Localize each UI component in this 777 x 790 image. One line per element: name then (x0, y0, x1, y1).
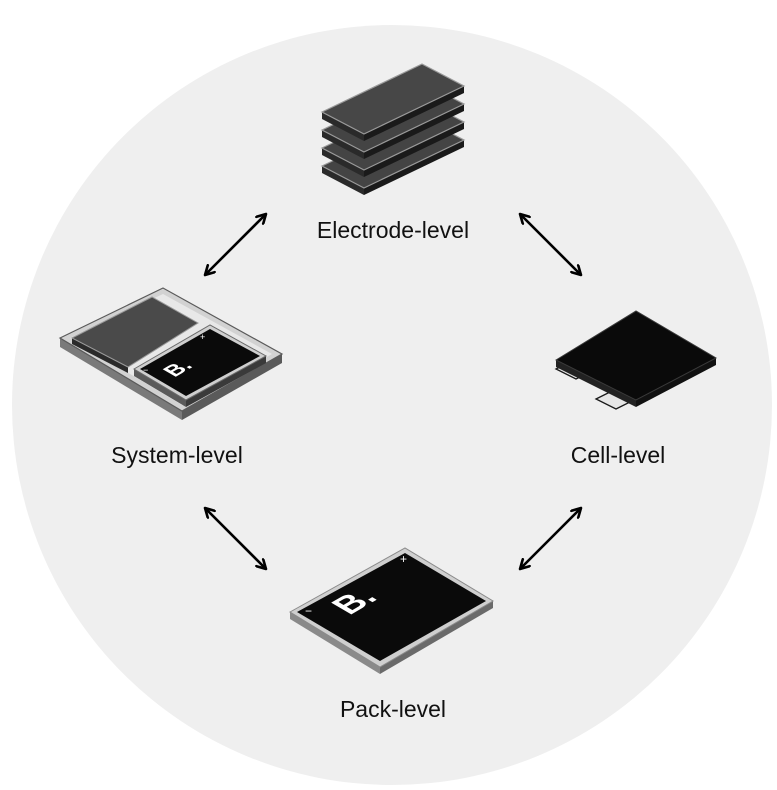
battery-pack-icon (289, 547, 494, 674)
system-minus-terminal: − (143, 365, 148, 375)
arrow-system-electrode (205, 214, 266, 275)
cell-level-label: Cell-level (570, 442, 666, 468)
pouch-cell-icon (554, 310, 718, 410)
electrode-stack-icon (320, 63, 466, 195)
pack-plus-terminal: + (400, 552, 407, 566)
arrow-pack-system (205, 508, 266, 569)
pack-minus-terminal: − (305, 604, 312, 618)
system-plus-terminal: + (200, 332, 205, 342)
arrow-cell-pack (520, 508, 581, 569)
electrode-level-label: Electrode-level (316, 217, 470, 243)
battery-system-icon (58, 287, 284, 420)
system-level-label: System-level (111, 442, 243, 468)
pack-level-label: Pack-level (339, 696, 447, 722)
arrow-electrode-cell (520, 214, 581, 275)
